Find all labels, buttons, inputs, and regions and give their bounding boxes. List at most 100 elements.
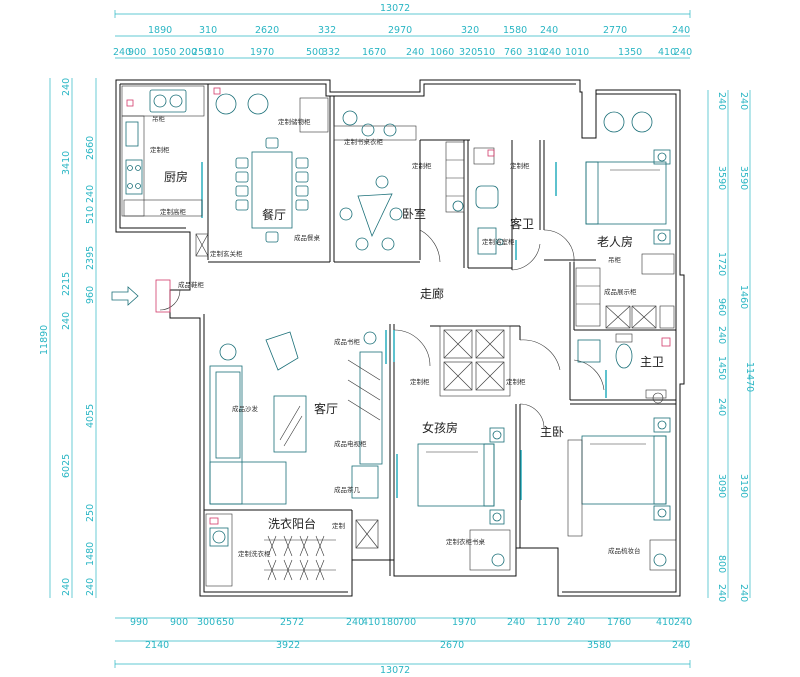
note-dresser: 成品梳妆台 bbox=[608, 546, 641, 555]
note-elder-cabinet: 吊柜 bbox=[608, 255, 622, 264]
dim-right-3: 1460 bbox=[738, 285, 749, 309]
note-master-wardrobe: 定制柜 bbox=[506, 377, 526, 386]
windows bbox=[201, 162, 607, 500]
dim-top-2: 310 bbox=[199, 25, 217, 36]
elder-room: 老人房 吊柜 bbox=[585, 111, 675, 275]
entry-arrow-icon bbox=[111, 279, 171, 313]
master-bath: 主卫 bbox=[577, 333, 671, 399]
dim-bot-3: 300 bbox=[197, 617, 215, 628]
note-bedroom-cabinet: 定制柜 bbox=[412, 161, 432, 170]
dim-bot-8: 180 bbox=[381, 617, 399, 628]
dim-top-6: 320 bbox=[461, 25, 479, 36]
note-washer-cabinet: 定制洗衣柜 bbox=[238, 549, 271, 558]
dim-left2-5: 960 bbox=[85, 286, 96, 304]
room-label-elder-room: 老人房 bbox=[597, 234, 633, 249]
dim-left2-4: 2395 bbox=[85, 246, 96, 270]
room-label-kitchen: 厨房 bbox=[164, 169, 188, 184]
dim-right-total: 11470 bbox=[744, 362, 755, 392]
note-dining: 成品餐桌 bbox=[294, 233, 321, 242]
dim-bot-4: 650 bbox=[216, 617, 234, 628]
dim-bot-16: 240 bbox=[674, 617, 692, 628]
note-coffee-table: 成品茶几 bbox=[334, 485, 361, 494]
dim-top2-17: 240 bbox=[543, 47, 561, 58]
living-room: 客厅 成品书柜 成品沙发 成品电视柜 成品茶几 bbox=[209, 331, 383, 505]
note-entry-cabinet: 定制玄关柜 bbox=[210, 249, 243, 258]
note-shoe-cabinet: 成品鞋柜 bbox=[178, 280, 205, 289]
dim-top2-7: 1970 bbox=[250, 47, 274, 58]
dim-bot-9: 700 bbox=[398, 617, 416, 628]
dim-top2-4: 200 bbox=[179, 47, 197, 58]
dim-top2-15: 760 bbox=[504, 47, 522, 58]
note-tv-cabinet: 成品电视柜 bbox=[334, 439, 367, 448]
dim-top2-5: 250 bbox=[192, 47, 210, 58]
dim-bot-7: 410 bbox=[362, 617, 380, 628]
room-label-master-bath: 主卫 bbox=[640, 355, 664, 369]
dim-top2-13: 320 bbox=[459, 47, 477, 58]
dim-left-4: 240 bbox=[61, 312, 72, 330]
dim-bot-5: 2572 bbox=[280, 617, 304, 628]
dim-right2-3: 1720 bbox=[716, 252, 727, 276]
dim-top2-2: 900 bbox=[128, 47, 146, 58]
dim-left-3: 2215 bbox=[61, 272, 72, 296]
dim-bot-13: 240 bbox=[567, 617, 585, 628]
walls bbox=[115, 79, 685, 597]
dim-left2-3: 510 bbox=[85, 206, 96, 224]
dim-left2-7: 250 bbox=[85, 504, 96, 522]
dim-bot2-5: 240 bbox=[672, 640, 690, 651]
dim-right2-9: 800 bbox=[716, 555, 727, 573]
note-girl-wardrobe: 定制柜 bbox=[410, 377, 430, 386]
note-guest-cabinet: 定制柜 bbox=[510, 161, 530, 170]
note-girl-desk: 定制衣柜书桌 bbox=[446, 537, 486, 546]
note-desk-wardrobe: 定制书桌衣柜 bbox=[344, 137, 384, 146]
dim-right2-8: 3090 bbox=[716, 474, 727, 498]
doors bbox=[159, 229, 605, 429]
dim-top2-18: 1010 bbox=[565, 47, 589, 58]
dim-top2-16: 310 bbox=[527, 47, 545, 58]
master-bedroom: 主卧 成品梳妆台 bbox=[540, 392, 677, 571]
dim-top2-14: 510 bbox=[477, 47, 495, 58]
dim-bot-2: 900 bbox=[170, 617, 188, 628]
dim-top2-12: 1060 bbox=[430, 47, 454, 58]
dim-left2-2: 240 bbox=[85, 185, 96, 203]
dim-top2-3: 1050 bbox=[152, 47, 176, 58]
note-corridor-cabinet: 成品展示柜 bbox=[604, 287, 637, 296]
dim-right2-10: 240 bbox=[716, 584, 727, 602]
dim-left-2: 3410 bbox=[61, 151, 72, 175]
dim-bot-11: 240 bbox=[507, 617, 525, 628]
dim-left-total: 11890 bbox=[39, 325, 50, 355]
room-label-corridor: 走廊 bbox=[420, 286, 444, 301]
dimension-lines bbox=[49, 10, 751, 668]
dim-top2-20: 410 bbox=[658, 47, 676, 58]
dim-left2-1: 2660 bbox=[85, 136, 96, 160]
room-label-girl-room: 女孩房 bbox=[422, 420, 458, 435]
dim-left2-6: 4055 bbox=[85, 404, 96, 428]
note-bath-cabinet: 定制浴室柜 bbox=[482, 237, 515, 246]
dim-bot-15: 410 bbox=[656, 617, 674, 628]
dim-left-6: 240 bbox=[61, 578, 72, 596]
dim-right2-4: 960 bbox=[716, 298, 727, 316]
girl-room: 女孩房 定制衣柜书桌 bbox=[417, 420, 511, 571]
note-sofa: 成品沙发 bbox=[232, 404, 259, 413]
dim-top-4: 332 bbox=[318, 25, 336, 36]
dim-bot-6: 240 bbox=[346, 617, 364, 628]
dim-top-7: 1580 bbox=[503, 25, 527, 36]
dim-bot2-3: 2670 bbox=[440, 640, 464, 651]
dim-right-5: 240 bbox=[738, 584, 749, 602]
dim-top2-19: 1350 bbox=[618, 47, 642, 58]
dim-right2-7: 240 bbox=[716, 398, 727, 416]
room-label-living: 客厅 bbox=[314, 401, 338, 416]
dim-top2-11: 240 bbox=[406, 47, 424, 58]
dim-top-1: 1890 bbox=[148, 25, 172, 36]
guest-bath: 客卫 定制柜 定制浴室柜 bbox=[473, 147, 534, 255]
note-kitchen-tall: 定制高柜 bbox=[160, 207, 187, 216]
corridor: 走廊 成品展示柜 bbox=[420, 267, 675, 329]
dim-left2-8: 1480 bbox=[85, 542, 96, 566]
dim-right-1: 240 bbox=[738, 92, 749, 110]
dim-top-5: 2970 bbox=[388, 25, 412, 36]
dim-top-10: 240 bbox=[672, 25, 690, 36]
dim-right2-5: 240 bbox=[716, 326, 727, 344]
dim-right-2: 3590 bbox=[738, 166, 749, 190]
dim-right-4: 3190 bbox=[738, 474, 749, 498]
